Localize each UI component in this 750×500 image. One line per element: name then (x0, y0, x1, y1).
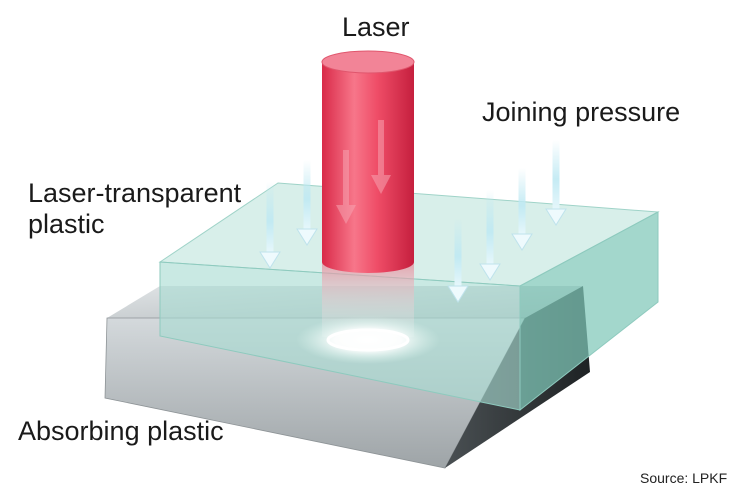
laser-transparent-label-line2: plastic (28, 209, 105, 240)
pressure-arrow-icon (259, 182, 281, 269)
absorbing-plastic-label: Absorbing plastic (18, 416, 224, 446)
pressure-arrow-icon (479, 190, 501, 281)
laser-transparent-plastic-label: Laser-transparent plastic (28, 178, 241, 240)
weld-spot-core (326, 328, 410, 352)
pressure-arrow-icon (447, 218, 469, 303)
pressure-arrow-icon (296, 160, 318, 246)
pressure-arrow-icon (511, 168, 533, 251)
pressure-arrows (259, 140, 567, 303)
joining-pressure-label: Joining pressure (482, 97, 681, 127)
laser-beam-top (321, 50, 415, 74)
laser-transparent-label-line1: Laser-transparent (28, 178, 242, 208)
transparent-plastic-side (519, 211, 659, 412)
laser-label: Laser (342, 12, 410, 42)
laser-beam-arrows (336, 120, 391, 224)
source-credit: Source: LPKF (640, 470, 728, 486)
laser-beam (322, 62, 414, 273)
pressure-arrow-icon (545, 140, 567, 226)
